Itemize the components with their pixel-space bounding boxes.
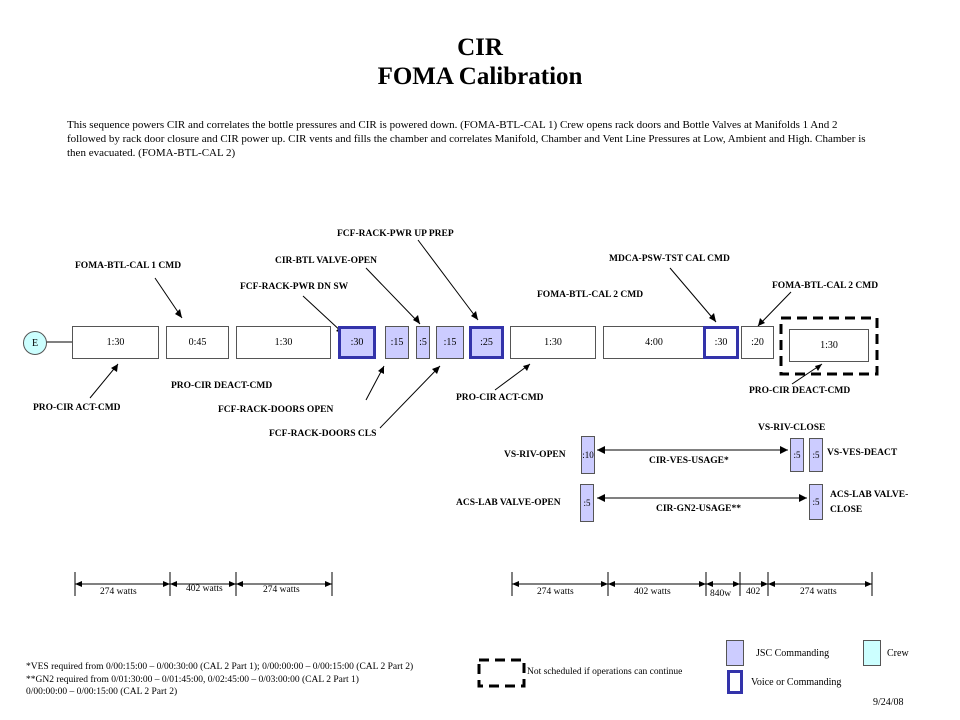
timeline-segment: 1:30 (72, 326, 159, 359)
label-pwr-dn: FCF-RACK-PWR DN SW (240, 282, 349, 292)
label-foma-btl-cal-2b: FOMA-BTL-CAL 2 CMD (772, 281, 879, 291)
footnote: 0/00:00:00 – 0/00:15:00 (CAL 2 Part 2) (26, 687, 178, 697)
power-label: 402 watts (634, 587, 671, 597)
power-label: 402 (746, 587, 761, 597)
label-foma-btl-cal-2: FOMA-BTL-CAL 2 CMD (537, 290, 644, 300)
label-doors-cls: FCF-RACK-DOORS CLS (269, 429, 377, 439)
label-acs-close-1: ACS-LAB VALVE- (830, 490, 909, 500)
legend-voice: Voice or Commanding (751, 677, 842, 688)
label-pro-cir-deact-2: PRO-CIR DEACT-CMD (749, 386, 851, 396)
power-label: 274 watts (800, 587, 837, 597)
label-gn2-usage: CIR-GN2-USAGE** (656, 504, 741, 514)
legend-not-scheduled: Not scheduled if operations can continue (527, 667, 683, 677)
label-foma-btl-cal-1: FOMA-BTL-CAL 1 CMD (75, 261, 182, 271)
power-label: 274 watts (100, 587, 137, 597)
timeline-segment: 0:45 (166, 326, 229, 359)
power-label: 840w (710, 589, 732, 599)
legend-jsc: JSC Commanding (756, 648, 830, 659)
power-label: 402 watts (186, 584, 223, 594)
legend-jsc-swatch (726, 640, 744, 666)
timeline-segment-jsc: :15 (385, 326, 409, 359)
legend-crew-swatch (863, 640, 881, 666)
timeline-segment-voice: :30 (703, 326, 739, 359)
date-label: 9/24/08 (873, 697, 904, 708)
timeline-segment-optional: 1:30 (789, 329, 869, 362)
vs-riv-close-box: :5 (790, 438, 804, 472)
timeline-segment: :20 (741, 326, 774, 359)
vs-riv-open-box: :10 (581, 436, 595, 474)
label-pro-cir-act: PRO-CIR ACT-CMD (33, 403, 121, 413)
label-ves-usage: CIR-VES-USAGE* (649, 456, 729, 466)
label-acs-close-2: CLOSE (830, 505, 863, 515)
timeline-segment: 1:30 (510, 326, 596, 359)
label-pro-cir-act-2: PRO-CIR ACT-CMD (456, 393, 544, 403)
label-pro-cir-deact: PRO-CIR DEACT-CMD (171, 381, 273, 391)
footnote: *VES required from 0/00:15:00 – 0/00:30:… (26, 662, 414, 672)
vs-ves-deact-box: :5 (809, 438, 823, 472)
acs-close-box: :5 (809, 484, 823, 520)
timeline-segment-jsc: :15 (436, 326, 464, 359)
power-label: 274 watts (537, 587, 574, 597)
footnote: **GN2 required from 0/01:30:00 – 0/01:45… (26, 675, 359, 685)
label-vs-riv-open: VS-RIV-OPEN (504, 450, 566, 460)
start-marker: E (23, 331, 47, 355)
legend-crew: Crew (887, 648, 909, 659)
page-title: CIR (457, 34, 503, 61)
timeline-segment-voice: :30 (338, 326, 376, 359)
timeline-segment: 1:30 (236, 326, 331, 359)
timeline-segment-voice: :25 (469, 326, 504, 359)
label-acs-open: ACS-LAB VALVE-OPEN (456, 498, 561, 508)
label-vs-riv-close: VS-RIV-CLOSE (758, 423, 826, 433)
power-label: 274 watts (263, 585, 300, 595)
label-mdca-psw: MDCA-PSW-TST CAL CMD (609, 254, 730, 264)
legend-voice-swatch (727, 670, 743, 694)
timeline-segment: 4:00 (603, 326, 705, 359)
timeline-segment-jsc: :5 (416, 326, 430, 359)
acs-open-box: :5 (580, 484, 594, 522)
label-doors-open: FCF-RACK-DOORS OPEN (218, 405, 334, 415)
label-btl-valve-open: CIR-BTL VALVE-OPEN (275, 256, 377, 266)
page-subtitle: FOMA Calibration (377, 63, 583, 90)
label-pwr-up-prep: FCF-RACK-PWR UP PREP (337, 229, 454, 239)
description: This sequence powers CIR and correlates … (67, 119, 866, 159)
label-vs-ves-deact: VS-VES-DEACT (827, 448, 898, 458)
